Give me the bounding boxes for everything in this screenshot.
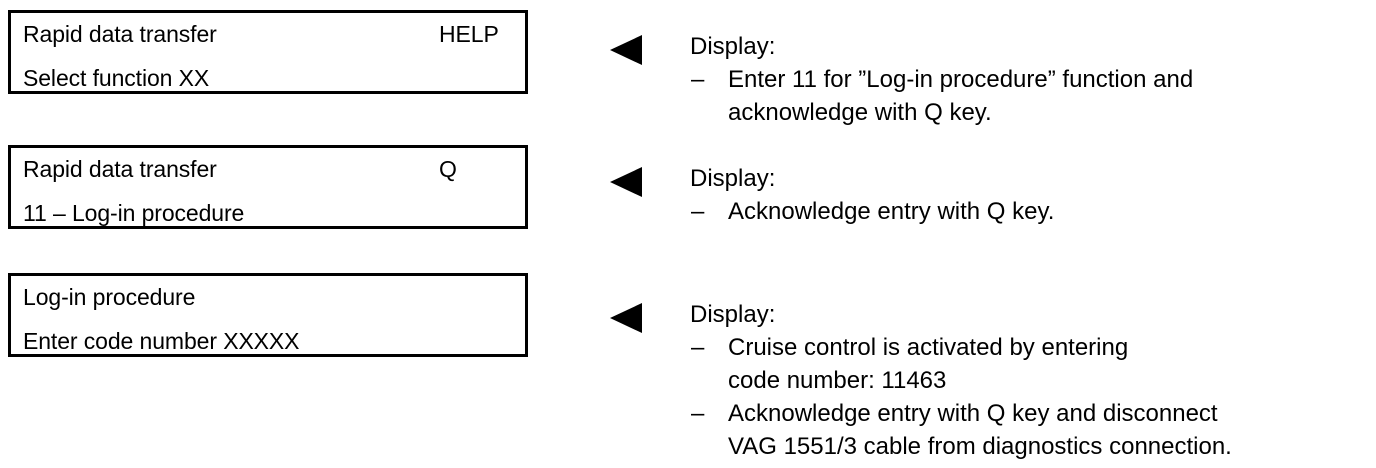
note-text-line: Acknowledge entry with Q key. <box>728 198 1055 225</box>
display-prompt: Select function XX <box>23 65 210 91</box>
list-dash: – <box>691 334 705 361</box>
display-title: Log-in procedure <box>23 284 196 310</box>
left-triangle-icon <box>610 303 642 333</box>
display-row-bottom: 11 – Log-in procedure <box>11 194 525 232</box>
note-heading: Display: <box>690 301 776 328</box>
note-heading: Display: <box>690 33 776 60</box>
display-row-top: Log-in procedure <box>11 276 525 322</box>
display-prompt: Enter code number XXXXX <box>23 328 300 354</box>
note-body: Display: – Acknowledge entry with Q key. <box>690 162 1376 228</box>
note-heading: Display: <box>690 165 776 192</box>
display-prompt: 11 – Log-in procedure <box>23 200 245 226</box>
left-triangle-icon <box>610 35 642 65</box>
display-box-log-in-procedure: Rapid data transfer Q 11 – Log-in proced… <box>8 145 528 229</box>
note-text-line: code number: 11463 <box>728 367 947 394</box>
note-body: Display: – Enter 11 for ”Log-in procedur… <box>690 30 1376 129</box>
display-row-top: Rapid data transfer HELP <box>11 13 525 59</box>
list-dash: – <box>691 400 705 427</box>
display-box-select-function: Rapid data transfer HELP Select function… <box>8 10 528 94</box>
note-text-line: acknowledge with Q key. <box>728 99 992 126</box>
note-list: – Cruise control is activated by enterin… <box>690 331 1376 463</box>
display-row-bottom: Enter code number XXXXX <box>11 322 525 360</box>
note-text-line: VAG 1551/3 cable from diagnostics connec… <box>728 433 1232 460</box>
display-box-enter-code-number: Log-in procedure Enter code number XXXXX <box>8 273 528 357</box>
display-title: Rapid data transfer <box>23 21 217 47</box>
note-body: Display: – Cruise control is activated b… <box>690 298 1376 463</box>
display-softkey-label: HELP <box>439 21 499 47</box>
list-dash: – <box>691 66 705 93</box>
display-row-top: Rapid data transfer Q <box>11 148 525 194</box>
left-triangle-icon <box>610 167 642 197</box>
note-item: – Acknowledge entry with Q key. <box>690 195 1376 228</box>
display-softkey-label: Q <box>439 156 457 182</box>
list-dash: – <box>691 198 705 225</box>
note-list: – Enter 11 for ”Log-in procedure” functi… <box>690 63 1376 129</box>
note-item: – Acknowledge entry with Q key and disco… <box>690 397 1376 463</box>
display-title: Rapid data transfer <box>23 156 217 182</box>
note-item: – Cruise control is activated by enterin… <box>690 331 1376 397</box>
note-text-line: Enter 11 for ”Log-in procedure” function… <box>728 66 1194 93</box>
note-item: – Enter 11 for ”Log-in procedure” functi… <box>690 63 1376 129</box>
note-text-line: Cruise control is activated by entering <box>728 334 1129 361</box>
note-text-line: Acknowledge entry with Q key and disconn… <box>728 400 1218 427</box>
note-list: – Acknowledge entry with Q key. <box>690 195 1376 228</box>
display-row-bottom: Select function XX <box>11 59 525 97</box>
